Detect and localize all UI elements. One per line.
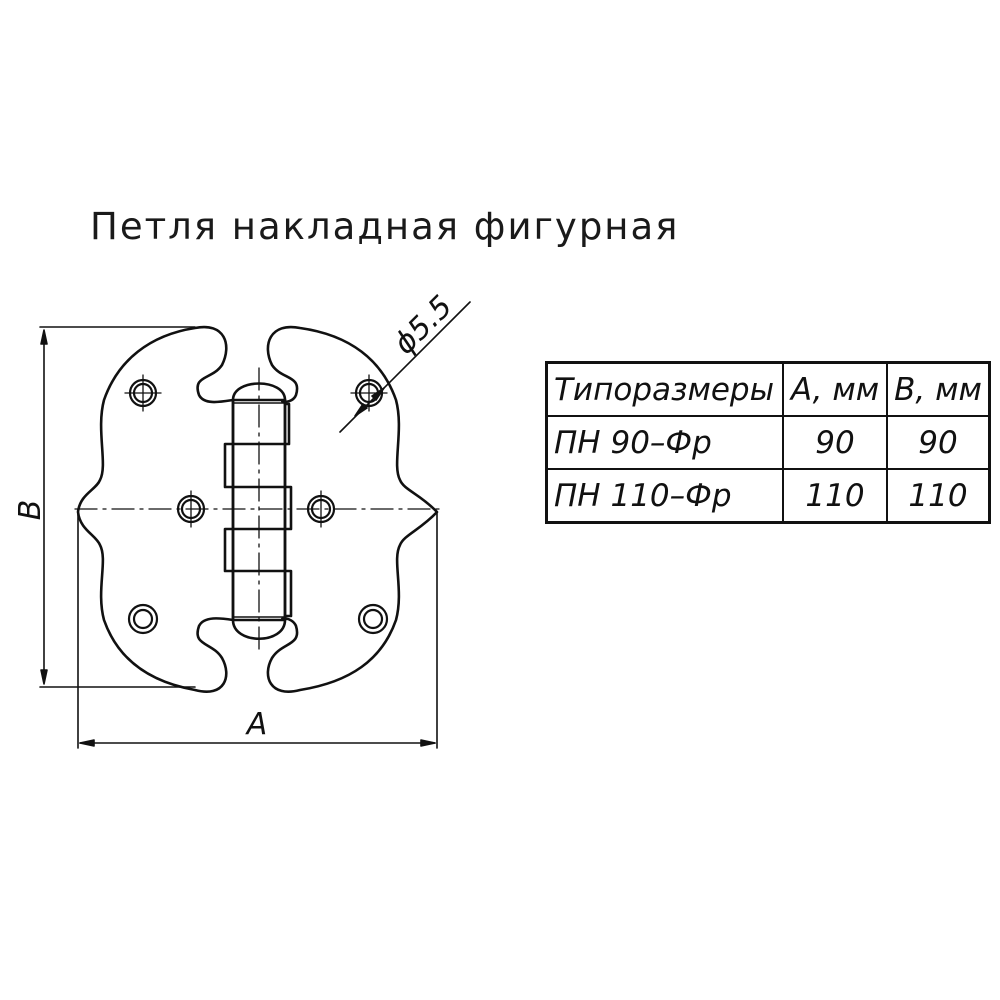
header-model: Типоразмеры <box>545 361 784 417</box>
header-b: B, мм <box>886 361 991 417</box>
diameter-leader <box>339 301 471 433</box>
cell-b: 110 <box>886 468 991 524</box>
left-leaf-outline <box>76 325 235 693</box>
table-row: ПН 110–Фр 110 110 <box>545 468 991 524</box>
dimension-a-label: A <box>245 707 268 742</box>
right-leaf-outline <box>266 325 439 693</box>
cell-a: 90 <box>782 415 888 470</box>
drawing-title: Петля накладная фигурная <box>90 205 680 248</box>
header-a: A, мм <box>782 361 888 417</box>
table-row: ПН 90–Фр 90 90 <box>545 415 991 470</box>
size-table: Типоразмеры A, мм B, мм ПН 90–Фр 90 90 П… <box>545 361 991 524</box>
dimension-a <box>77 511 438 749</box>
table-header-row: Типоразмеры A, мм B, мм <box>545 361 991 417</box>
dimension-b-label: B <box>13 500 48 521</box>
mounting-holes <box>127 378 389 635</box>
cell-b: 90 <box>886 415 991 470</box>
cell-a: 110 <box>782 468 888 524</box>
hole-diameter-label: ϕ5.5 <box>387 289 459 361</box>
dimension-b <box>39 326 196 688</box>
cell-model: ПН 90–Фр <box>545 415 784 470</box>
cell-model: ПН 110–Фр <box>545 468 784 524</box>
hinge-barrel <box>223 382 293 640</box>
